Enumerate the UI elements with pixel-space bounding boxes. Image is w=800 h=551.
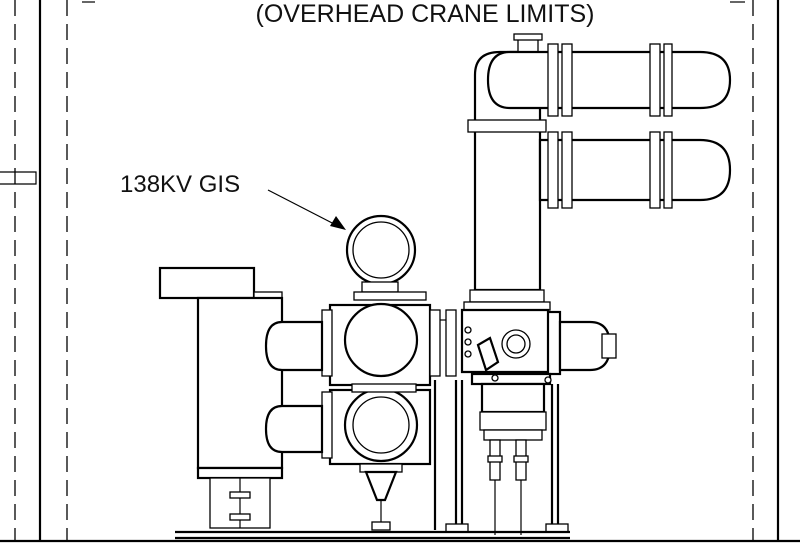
gis-leader-arrow	[267, 189, 346, 230]
support-structure	[175, 380, 570, 540]
gis-main-module	[321, 214, 457, 531]
bushing-column	[463, 33, 732, 311]
left-tank	[158, 266, 324, 529]
crane-limit-note: (OVERHEAD CRANE LIMITS)	[256, 0, 595, 28]
right-breaker-housing	[460, 308, 617, 535]
gis-label: 138KV GIS	[120, 171, 240, 198]
